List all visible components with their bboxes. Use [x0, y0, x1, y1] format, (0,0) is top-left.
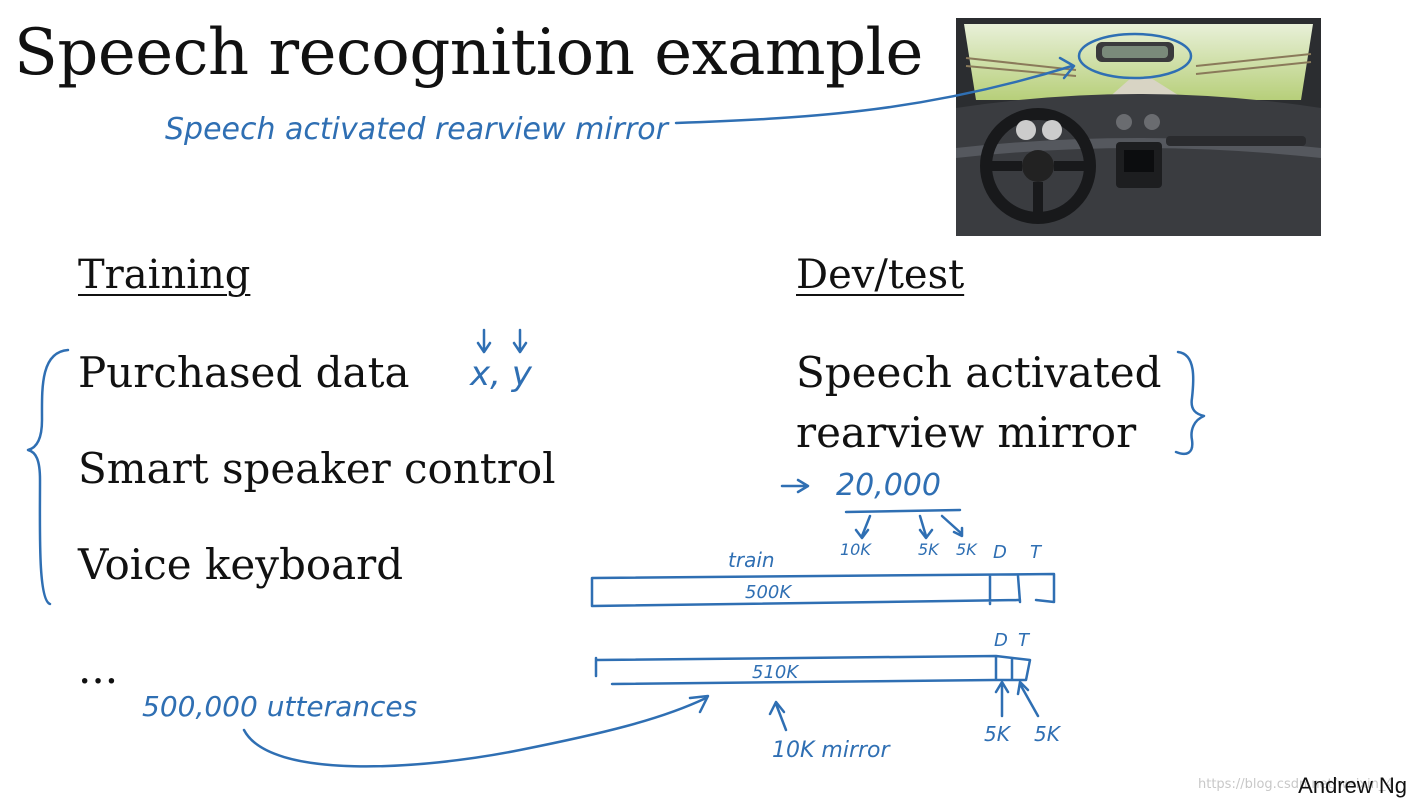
slide-title: Speech recognition example	[14, 16, 923, 90]
dt-top-t: T	[1030, 542, 1041, 563]
bar2-label: 510K	[752, 662, 799, 683]
watermark-url: https://blog.csdn.net/weixin_4	[1198, 777, 1394, 792]
mirror-circle	[1077, 32, 1193, 80]
devtest-item-line2: rearview mirror	[796, 408, 1137, 457]
training-item-ellipsis: ...	[78, 644, 119, 693]
training-item-smart-speaker: Smart speaker control	[78, 444, 556, 493]
bar1-label: 500K	[745, 582, 792, 603]
utterances-note: 500,000 utterances	[142, 690, 418, 723]
bottom-5k-b: 5K	[1034, 722, 1060, 746]
split-10k: 10K	[840, 540, 871, 559]
mirror-note: 10K mirror	[772, 738, 890, 763]
dt-bottom-d: D	[994, 630, 1008, 651]
devtest-heading: Dev/test	[796, 252, 965, 298]
training-item-purchased-data: Purchased data	[78, 348, 410, 397]
dt-top-d: D	[993, 542, 1007, 563]
car-dashboard-image	[956, 18, 1321, 236]
training-heading: Training	[78, 252, 251, 298]
split-5k-a: 5K	[918, 540, 939, 559]
note-to-mirror-arrow	[674, 64, 1074, 125]
count-20k: 20,000	[836, 468, 941, 503]
devtest-brace	[1174, 350, 1206, 456]
bottom-5k-a: 5K	[984, 722, 1010, 746]
train-label: train	[728, 548, 775, 572]
utterances-arrow	[242, 696, 708, 768]
xy-label: x, y	[470, 354, 532, 394]
dt-bottom-t: T	[1018, 630, 1029, 651]
bar1	[590, 572, 1056, 608]
author-footer: Andrew Ng	[1298, 773, 1407, 798]
speech-note: Speech activated rearview mirror	[165, 112, 668, 147]
training-item-voice-keyboard: Voice keyboard	[78, 540, 404, 589]
x-arrow	[476, 328, 492, 354]
arrow-20k	[780, 478, 810, 494]
devtest-item-line1: Speech activated	[796, 348, 1162, 397]
bar2	[594, 654, 1032, 686]
split-5k-b: 5K	[956, 540, 977, 559]
y-arrow	[512, 328, 528, 354]
training-brace	[26, 348, 70, 606]
